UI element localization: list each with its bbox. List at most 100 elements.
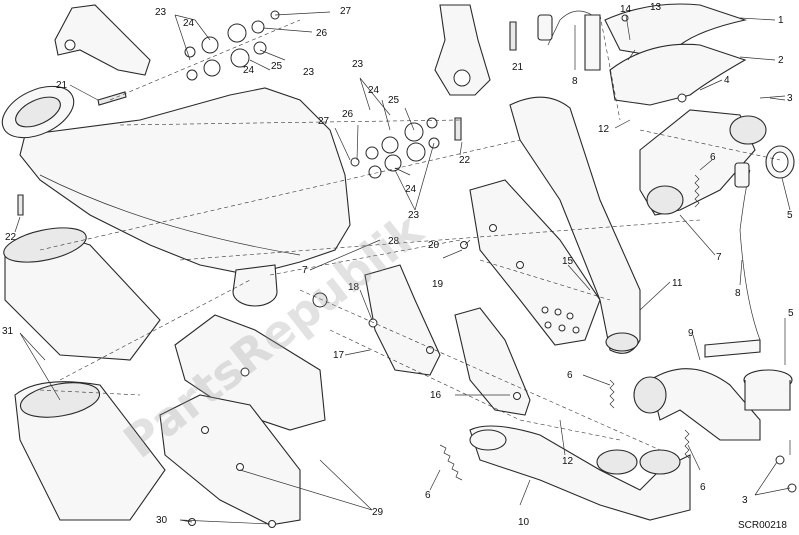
diagram-reference-code: SCR00218 [738, 520, 787, 531]
lambda-sensor-lower [704, 339, 761, 358]
heat-guard-plate [364, 264, 441, 376]
lambda-sensor-upper [584, 14, 601, 71]
sensor-connector [537, 14, 553, 41]
sensor-connector-lower [734, 162, 750, 188]
bolt-21-left [97, 91, 127, 106]
callout-24: 24 [243, 65, 255, 76]
assembly-lines [39, 14, 781, 451]
spring-6d [439, 444, 463, 481]
callout-21: 21 [56, 80, 68, 91]
callout-1: 1 [778, 15, 784, 26]
callout-6: 6 [700, 482, 706, 493]
heat-shield-lower [159, 394, 301, 526]
nut-icon [677, 93, 687, 103]
midpipe-opening [729, 115, 767, 145]
callout-13: 13 [650, 2, 662, 13]
callout-27: 27 [318, 116, 330, 127]
callout-10: 10 [518, 517, 530, 528]
callout-24: 24 [405, 184, 417, 195]
callout-23: 23 [352, 59, 364, 70]
callout-31: 31 [2, 326, 14, 337]
nut-icon [368, 318, 378, 328]
gasket-ring-inner [771, 151, 789, 173]
callout-9: 9 [688, 328, 694, 339]
callout-22: 22 [5, 232, 17, 243]
silencer-outlet-neck [232, 264, 278, 293]
callout-26: 26 [342, 109, 354, 120]
header-pipe-end [605, 332, 639, 352]
callout-26: 26 [316, 28, 328, 39]
callout-19: 19 [432, 279, 444, 290]
screw-icon [426, 346, 434, 354]
callout-5: 5 [788, 308, 794, 319]
header-heat-shield-2 [609, 43, 747, 106]
callout-12: 12 [598, 124, 610, 135]
flange-body [744, 380, 791, 411]
guard-plate-holes [489, 224, 580, 334]
frame-bracket-left [54, 4, 151, 76]
callout-leaders [14, 11, 791, 525]
callout-25: 25 [271, 61, 283, 72]
callout-6: 6 [567, 370, 573, 381]
spring-6c [684, 429, 690, 459]
callout-5: 5 [787, 210, 793, 221]
callout-11: 11 [672, 278, 683, 289]
grommet-icon [312, 292, 328, 308]
callout-8: 8 [735, 288, 741, 299]
callout-15: 15 [562, 256, 574, 267]
callout-21: 21 [512, 62, 524, 73]
bracket-hole-icon [453, 69, 471, 87]
bolt-22-left [17, 194, 24, 216]
collector-inlet [469, 429, 507, 451]
callout-28: 28 [388, 236, 400, 247]
collector-inlet-right [639, 449, 681, 475]
bracket-hole-icon [64, 39, 76, 51]
screw-icon [460, 241, 468, 249]
header-pipe-opening [633, 376, 667, 414]
mount-hardware-center [350, 117, 440, 179]
callout-22: 22 [459, 155, 471, 166]
callout-23: 23 [155, 7, 167, 18]
callout-14: 14 [620, 4, 632, 15]
callout-8: 8 [572, 76, 578, 87]
screw-icon [513, 392, 521, 400]
header-pipe-front [649, 368, 761, 441]
screw-icon [240, 367, 250, 377]
callout-7: 7 [302, 265, 308, 276]
perforated-guard-plate [469, 179, 601, 346]
callout-3: 3 [787, 93, 793, 104]
callout-24: 24 [183, 18, 195, 29]
bolt-22-right [454, 117, 462, 141]
callout-3: 3 [742, 495, 748, 506]
callout-6: 6 [710, 152, 716, 163]
callout-27: 27 [340, 6, 352, 17]
callout-4: 4 [724, 75, 730, 86]
header-pipe-rear [509, 96, 641, 354]
mount-hardware-left [184, 10, 280, 81]
silencer-seam [39, 174, 301, 256]
callout-7: 7 [716, 252, 722, 263]
screw-icon [201, 426, 209, 434]
screw-icon [236, 463, 244, 471]
callout-2: 2 [778, 55, 784, 66]
bolt-21-right [509, 21, 517, 51]
callout-labels: 1 2 3 3 4 5 5 6 6 6 6 7 7 8 8 9 10 11 12… [2, 2, 794, 528]
header-heat-shield-1 [604, 3, 748, 56]
callout-12: 12 [562, 456, 574, 467]
silencer-inlet-opening [15, 96, 61, 128]
callout-29: 29 [372, 507, 384, 518]
heat-shield-upper [174, 314, 326, 431]
collector-pipe [469, 425, 691, 521]
callout-18: 18 [348, 282, 360, 293]
frame-bracket-center [434, 4, 491, 96]
spring-6a [694, 174, 700, 208]
callout-23: 23 [303, 67, 315, 78]
heat-guard-plate-lower [454, 307, 531, 416]
callout-17: 17 [333, 350, 345, 361]
nut-icon [787, 483, 797, 493]
callout-6: 6 [425, 490, 431, 501]
callout-24: 24 [368, 85, 380, 96]
end-cap-opening [3, 227, 87, 263]
